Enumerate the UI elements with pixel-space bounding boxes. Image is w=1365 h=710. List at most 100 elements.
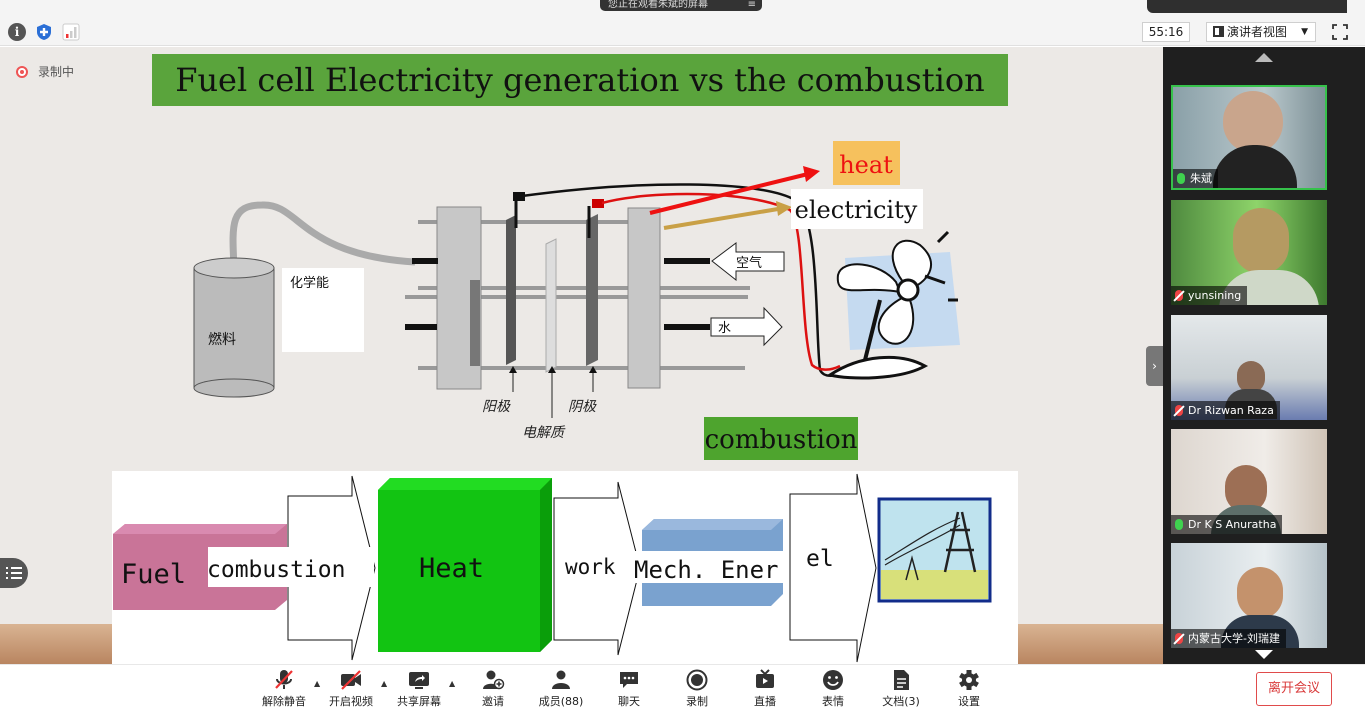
flow-fuel-label: Fuel: [121, 559, 186, 590]
members-icon: [552, 670, 570, 689]
mic-on-icon: [1177, 173, 1185, 184]
share-menu-icon[interactable]: ≡: [747, 0, 756, 10]
participant-tile[interactable]: 内蒙古大学-刘瑞建: [1171, 543, 1327, 648]
start-video-label: 开启视频: [329, 695, 373, 708]
cathode-label: 阴极: [568, 399, 597, 415]
participant-face: [1233, 208, 1289, 274]
participant-face: [1237, 567, 1283, 619]
participant-name: 内蒙古大学-刘瑞建: [1171, 629, 1286, 648]
participant-tile[interactable]: Dr K S Anuratha: [1171, 429, 1327, 534]
fuel-hose: [229, 201, 416, 269]
mic-muted-icon: [1175, 633, 1183, 644]
members-button[interactable]: 成员(88): [531, 669, 591, 709]
power-tower-icon: [877, 497, 992, 603]
gear-icon: [959, 670, 979, 690]
scroll-down-icon[interactable]: [1255, 650, 1273, 659]
water-label: 水: [718, 321, 731, 336]
fuel-cell-diagram: 燃料 化学能 空气: [112, 141, 1018, 664]
participant-tile[interactable]: 朱斌: [1171, 85, 1327, 190]
meeting-toolbar: 解除静音 ▲ 开启视频 ▲ 共享屏幕 ▲ 邀请 成员: [0, 664, 1365, 710]
fuel-cell-stack: [405, 192, 750, 390]
participant-name: Dr K S Anuratha: [1171, 515, 1283, 534]
record-label: 录制: [686, 695, 708, 708]
share-screen-icon: [409, 672, 429, 689]
list-menu-button[interactable]: [0, 558, 28, 588]
shared-screen: 录制中 Fuel cell Electricity generation vs …: [0, 47, 1163, 664]
combustion-box: [704, 417, 858, 460]
participant-face: [1223, 91, 1283, 153]
mic-muted-icon: [275, 670, 293, 689]
flow-el-label: el: [806, 546, 834, 572]
participant-name: yunsining: [1171, 286, 1248, 305]
share-screen-button[interactable]: 共享屏幕: [389, 669, 449, 709]
share-options-icon[interactable]: ▲: [449, 679, 456, 688]
chat-label: 聊天: [618, 695, 640, 708]
documents-button[interactable]: 文档(3): [871, 669, 931, 709]
mic-muted-icon: [1175, 405, 1183, 416]
electricity-box: [791, 189, 923, 229]
anode-label: 阳极: [482, 399, 511, 415]
record-button[interactable]: 录制: [667, 669, 727, 709]
heat-box: [833, 141, 900, 185]
recording-indicator: 录制中: [16, 63, 74, 80]
participant-panel: 朱斌 yunsining Dr Rizwan Raza Dr K S Anura…: [1163, 47, 1365, 664]
list-icon: [6, 567, 22, 579]
chat-button[interactable]: 聊天: [599, 669, 659, 709]
electricity-arrow: [663, 207, 779, 230]
unmute-button[interactable]: 解除静音: [254, 669, 314, 709]
air-label: 空气: [736, 255, 762, 271]
flow-heat-label: Heat: [419, 553, 484, 584]
fuel-tank-label: 燃料: [208, 331, 236, 348]
settings-button[interactable]: 设置: [939, 669, 999, 709]
share-banner-text: 您正在观看朱斌的屏幕: [608, 0, 708, 10]
combustion-label: combustion: [705, 425, 858, 455]
live-label: 直播: [754, 695, 776, 708]
top-right-overlay: [1147, 0, 1347, 13]
air-arrow: [711, 242, 785, 282]
screen-share-banner: 您正在观看朱斌的屏幕 ≡: [600, 0, 762, 11]
start-video-button[interactable]: 开启视频: [321, 669, 381, 709]
slide-title: Fuel cell Electricity generation vs the …: [152, 54, 1008, 106]
meeting-timer: 55:16: [1142, 22, 1190, 42]
network-signal-icon[interactable]: [62, 23, 80, 41]
electricity-label: electricity: [795, 196, 918, 224]
flow-mech-label: Mech. Ener: [634, 556, 779, 584]
scroll-up-icon[interactable]: [1255, 53, 1273, 62]
info-icon[interactable]: i: [8, 23, 26, 41]
invite-button[interactable]: 邀请: [463, 669, 523, 709]
participant-face: [1237, 361, 1265, 393]
flow-work-label: work: [565, 555, 616, 579]
participant-tile[interactable]: Dr Rizwan Raza: [1171, 315, 1327, 420]
video-options-icon[interactable]: ▲: [381, 679, 388, 688]
members-label: 成员(88): [538, 695, 584, 708]
leave-meeting-button[interactable]: 离开会议: [1256, 672, 1332, 706]
heat-label: heat: [839, 151, 893, 179]
video-off-icon: [341, 670, 361, 690]
recording-label: 录制中: [38, 65, 75, 79]
security-shield-icon[interactable]: [35, 23, 53, 41]
flow-combustion-label: combustion: [207, 557, 345, 583]
chemical-energy-label: 化学能: [290, 275, 329, 291]
fullscreen-icon[interactable]: [1331, 23, 1349, 41]
water-arrow: [710, 306, 783, 347]
speaker-view-icon: [1213, 26, 1224, 37]
reactions-button[interactable]: 表情: [803, 669, 863, 709]
audio-options-icon[interactable]: ▲: [314, 679, 321, 688]
smiley-icon: [823, 670, 843, 690]
chemical-energy-box: [282, 268, 364, 352]
heat-arrow: [649, 172, 809, 215]
document-icon: [894, 670, 909, 690]
add-user-icon: [483, 670, 505, 690]
invite-label: 邀请: [482, 695, 504, 708]
share-screen-label: 共享屏幕: [397, 695, 441, 708]
mic-muted-icon: [1175, 290, 1183, 301]
view-mode-dropdown[interactable]: 演讲者视图 ▼: [1206, 22, 1316, 42]
participant-tile[interactable]: yunsining: [1171, 200, 1327, 305]
mic-on-icon: [1175, 519, 1183, 530]
record-icon: [686, 669, 708, 691]
top-bar: 您正在观看朱斌的屏幕 ≡ i 55:16 演讲者视图 ▼: [0, 0, 1365, 46]
participant-name: Dr Rizwan Raza: [1171, 401, 1280, 420]
panel-collapse-toggle[interactable]: ›: [1146, 346, 1163, 386]
live-button[interactable]: 直播: [735, 669, 795, 709]
view-mode-label: 演讲者视图: [1227, 25, 1288, 39]
